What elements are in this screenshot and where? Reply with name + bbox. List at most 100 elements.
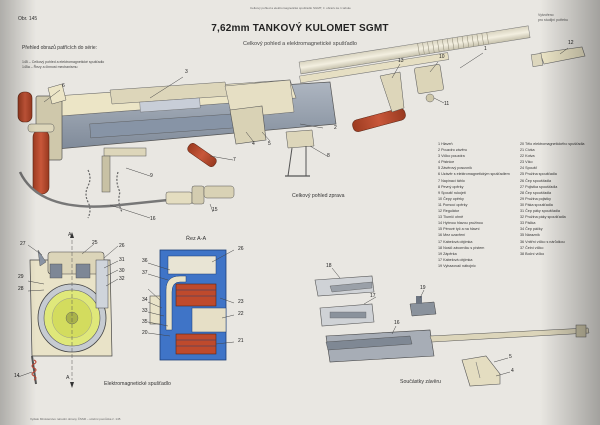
- legend-left: 1 Hlaveň 2 Pouzdro závěru 3 Víčko pouzdr…: [438, 141, 510, 269]
- legend-item: 16 Mez uzavření: [438, 233, 466, 238]
- callout-number: 25: [92, 240, 98, 246]
- legend-item: 4 Pístnice: [438, 160, 455, 165]
- callout-number: 12: [568, 40, 574, 46]
- callout-number: 6: [62, 83, 65, 89]
- legend-item: 1 Hlaveň: [438, 142, 453, 146]
- legend-item: 13 Tlumič ohně: [438, 215, 464, 220]
- callout-number: 2: [334, 125, 337, 131]
- legend-item: 17 Kabelová objímka: [438, 257, 473, 262]
- callout-number: 16: [150, 216, 156, 222]
- callout-number: 21: [238, 338, 244, 344]
- section-mark-top: A: [68, 232, 72, 238]
- figure-number: Obr. 145: [18, 16, 38, 22]
- legend-item: 19 Zápěrka: [438, 251, 457, 256]
- callout-number: 34: [142, 297, 148, 303]
- legend-item: 19 Vyhazovač nábojnic: [438, 263, 476, 268]
- overview-list: 145 – Celkový pohled a elektromagnetické…: [22, 60, 104, 70]
- callout-number: 22: [238, 311, 244, 317]
- legend-item: 21 Cívka: [520, 148, 535, 153]
- caption-rear-view: Celkový pohled zprava: [292, 193, 345, 199]
- legend-item: 18 Nosič závorníku s pístem: [438, 245, 485, 250]
- callout-number: 4: [511, 368, 514, 374]
- legend-item: 5 Závěrový posuvník: [438, 166, 473, 171]
- legend-item: 9 Spoušť rukojeti: [438, 190, 466, 195]
- callout-number: 9: [150, 173, 153, 179]
- overview-title: Přehled obrazů patřících do série:: [22, 45, 98, 51]
- callout-number: 8: [327, 153, 330, 159]
- callout-number: 30: [119, 268, 125, 274]
- callout-number: 17: [370, 293, 376, 299]
- legend-item: 36 Vnitřní víčko s nárůdkou: [520, 239, 565, 244]
- callout-number: 11: [444, 101, 450, 107]
- top-right-line-2: pro studijní potřebu: [538, 18, 568, 22]
- legend-item: 26 Čep spoušťadla: [520, 178, 552, 183]
- legend-item: 2 Pouzdro závěru: [438, 148, 467, 153]
- legend-item: 14 Hybnou hlavou pružinou: [438, 221, 483, 226]
- callout-number: 10: [439, 54, 445, 60]
- callout-number: 27: [20, 241, 26, 247]
- callout-number: 23: [238, 299, 244, 305]
- solenoid-drawing: [17, 232, 119, 388]
- callout-number: 14: [14, 373, 20, 379]
- callout-number: 4: [252, 141, 255, 147]
- overview-item: 145a – Řezy a činnost mechanismu: [22, 65, 78, 69]
- callout-number: 20: [142, 330, 148, 336]
- legend-item: 3 Víčko pouzdra: [438, 154, 465, 159]
- legend-item: 38 Boční víčko: [520, 251, 545, 256]
- callout-number: 1: [484, 46, 487, 52]
- callout-number: 36: [142, 258, 148, 264]
- callout-number: 31: [119, 257, 125, 263]
- overview-item: 145 – Celkový pohled a elektromagnetické…: [22, 60, 105, 64]
- callout-number: 5: [268, 141, 271, 147]
- top-right-line-1: Vytvořeno: [538, 13, 554, 17]
- legend-item: 7 Napínací táhlo: [438, 178, 465, 183]
- callout-number: 33: [142, 308, 148, 314]
- legend-item: 22 Kotva: [520, 154, 535, 159]
- caption-bolt-parts: Součástky závěru: [400, 379, 441, 385]
- gun-assembly: [17, 25, 586, 219]
- legend-item: 11 Pomocí opěrky: [438, 202, 468, 207]
- legend-item: 34 Čep páčky: [520, 227, 543, 232]
- callout-number: 13: [398, 58, 404, 64]
- legend-item: 30 Páka spoušťadla: [520, 202, 553, 207]
- footer-note: Vydalo Ministerstvo národní obrany ČSSR …: [30, 417, 121, 421]
- callout-number: 15: [212, 207, 218, 213]
- callout-number: 29: [18, 274, 24, 280]
- callout-number: 16: [394, 320, 400, 326]
- legend-item: 29 Pružina pojistky: [520, 196, 551, 201]
- section-mark-bottom: A: [66, 375, 70, 381]
- legend-item: 27 Pojistka spoušťadla: [520, 184, 558, 189]
- legend-item: 15 Pérové tyč a na hlavni: [438, 227, 480, 232]
- legend-item: 28 Čep spoušťadla: [520, 190, 552, 195]
- callout-number: 3: [185, 69, 188, 75]
- legend-item: 8 Pevný opěrky: [438, 184, 464, 189]
- page-subtitle: Celkový pohled a elektromagnetické spušť…: [243, 41, 357, 47]
- callout-number: 35: [142, 319, 148, 325]
- caption-solenoid: Elektromagnetické spušťadlo: [104, 381, 171, 387]
- section-drawing: [147, 249, 235, 361]
- callout-number: 18: [326, 263, 332, 269]
- legend-item: 33 Páčka: [520, 221, 536, 226]
- callout-number: 19: [420, 285, 426, 291]
- callout-number: 32: [119, 276, 125, 282]
- legend-item: 32 Pružina páky spoušťadla: [520, 215, 566, 220]
- legend-item: 12 Regulátor: [438, 209, 460, 214]
- legend-item: 31 Čep páky spoušťadla: [520, 209, 560, 214]
- legend-item: 23 Víko: [520, 160, 533, 165]
- top-small-note: Celkový pohled a elektromagnetické spušť…: [250, 6, 351, 10]
- legend-item: 37 Čelní víčko: [520, 245, 544, 250]
- page-title: 7,62mm TANKOVÝ KULOMET SGMT: [211, 23, 389, 34]
- legend-item: 35 Nárazník: [520, 233, 540, 238]
- legend-item: 6 Uzávěr s elektromagnetickým spušťadlem: [438, 172, 510, 177]
- callout-number: 28: [18, 286, 24, 292]
- callout-number: 26: [119, 243, 125, 249]
- legend-right: 20 Tělo elektromagnetického spušťadla 21…: [520, 141, 584, 257]
- legend-item: 25 Pružina spoušťadla: [520, 172, 557, 177]
- callout-number: 26: [238, 246, 244, 252]
- caption-section: Řez A-A: [186, 236, 207, 242]
- callout-number: 37: [142, 270, 148, 276]
- legend-item: 17 Kabelová objímka: [438, 239, 473, 244]
- legend-item: 20 Tělo elektromagnetického spušťadla: [520, 142, 585, 146]
